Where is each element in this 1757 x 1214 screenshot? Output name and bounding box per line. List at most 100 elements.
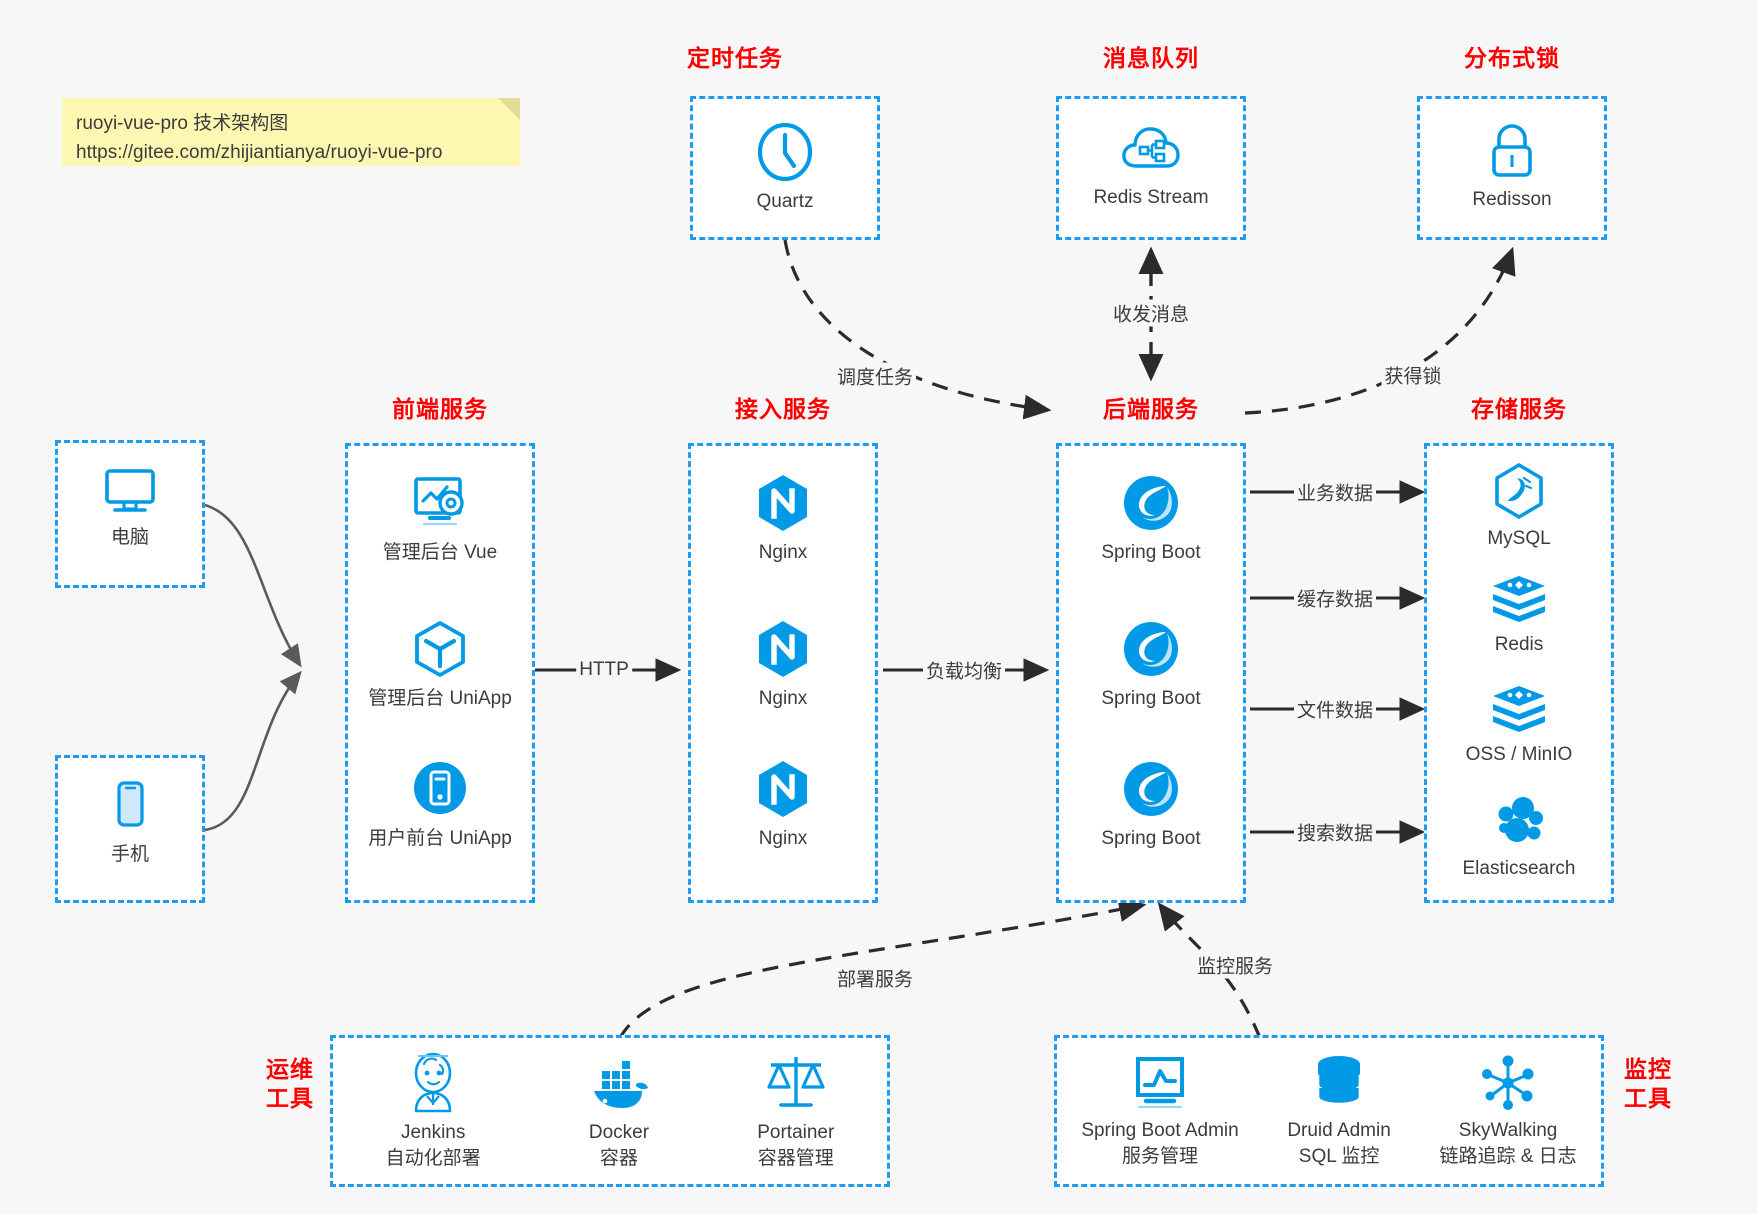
- group-box-backend: Spring Boot Spring Boot Spring Boot: [1056, 443, 1246, 903]
- group-box-mq: Redis Stream: [1056, 96, 1246, 240]
- node-redisson[interactable]: Redisson: [1420, 121, 1604, 213]
- lock-icon: [1492, 124, 1532, 177]
- group-box-storage: MySQL Redis OSS / MinIO: [1424, 443, 1614, 903]
- node-elasticsearch[interactable]: Elasticsearch: [1427, 794, 1611, 882]
- node-desktop[interactable]: 电脑: [58, 463, 202, 551]
- group-box-frontend: 管理后台 Vue 管理后台 UniApp 用户前台 UniApp: [345, 443, 535, 903]
- group-title-lock: 分布式锁: [1464, 45, 1560, 71]
- node-label: 手机: [110, 844, 149, 865]
- node-spring-boot-2[interactable]: Spring Boot: [1059, 618, 1243, 712]
- node-redis[interactable]: Redis: [1427, 572, 1611, 658]
- node-admin-uniapp[interactable]: 管理后台 UniApp: [348, 618, 532, 712]
- group-title-scheduler: 定时任务: [687, 45, 783, 71]
- node-label: 管理后台 UniApp: [368, 688, 512, 709]
- node-label: 用户前台 UniApp: [368, 828, 512, 849]
- cloud-node-icon: [1122, 127, 1180, 168]
- node-druid-admin[interactable]: Druid Admin SQL 监控: [1287, 1053, 1391, 1169]
- node-spring-boot-1[interactable]: Spring Boot: [1059, 472, 1243, 566]
- node-label: Portainer 容器管理: [757, 1121, 835, 1169]
- client-box-phone: 手机: [55, 755, 205, 903]
- group-title-frontend: 前端服务: [392, 396, 488, 422]
- phone-icon: [117, 781, 144, 827]
- nginx-icon: [759, 621, 807, 677]
- node-label: Jenkins 自动化部署: [385, 1121, 481, 1169]
- node-label: Spring Boot: [1101, 828, 1201, 849]
- node-label: Spring Boot: [1101, 688, 1201, 709]
- node-quartz[interactable]: Quartz: [693, 121, 877, 215]
- node-label: MySQL: [1487, 528, 1551, 549]
- node-label: Spring Boot: [1101, 542, 1201, 563]
- edge-label-cache-data: 缓存数据: [1293, 584, 1377, 612]
- node-docker[interactable]: Docker 容器: [586, 1051, 652, 1171]
- node-oss-minio[interactable]: OSS / MinIO: [1427, 682, 1611, 768]
- group-title-storage: 存储服务: [1471, 396, 1567, 422]
- node-label: Spring Boot Admin 服务管理: [1081, 1119, 1239, 1167]
- node-label: SkyWalking 链路追踪 & 日志: [1439, 1119, 1577, 1167]
- node-label: Nginx: [758, 542, 808, 563]
- group-title-mq: 消息队列: [1103, 45, 1199, 71]
- monitor-items: Spring Boot Admin 服务管理 Druid Admin SQL 监…: [1057, 1038, 1601, 1184]
- mysql-icon: [1495, 463, 1543, 519]
- cube-icon: [415, 621, 465, 677]
- node-label: Druid Admin SQL 监控: [1287, 1119, 1391, 1167]
- node-portainer[interactable]: Portainer 容器管理: [757, 1051, 834, 1171]
- node-phone[interactable]: 手机: [58, 778, 202, 868]
- edge-label-file-data: 文件数据: [1293, 695, 1377, 723]
- group-box-devops: Jenkins 自动化部署 Docker 容器: [330, 1035, 890, 1187]
- node-label: Nginx: [758, 828, 808, 849]
- node-nginx-1[interactable]: Nginx: [691, 472, 875, 566]
- mobile-round-icon: [414, 762, 466, 814]
- redis-icon: [1493, 686, 1545, 732]
- devops-items: Jenkins 自动化部署 Docker 容器: [333, 1038, 887, 1184]
- spring-icon: [1124, 762, 1178, 816]
- node-spring-boot-3[interactable]: Spring Boot: [1059, 758, 1243, 852]
- redis-icon: [1493, 576, 1545, 622]
- jenkins-icon: [414, 1052, 452, 1113]
- node-spring-boot-admin[interactable]: Spring Boot Admin 服务管理: [1081, 1053, 1239, 1169]
- clock-icon: [757, 122, 813, 182]
- node-admin-vue[interactable]: 管理后台 Vue: [348, 472, 532, 566]
- note-line-2: https://gitee.com/zhijiantianya/ruoyi-vu…: [76, 141, 443, 163]
- edge-label-acquire-lock: 获得锁: [1381, 361, 1445, 389]
- node-label: Quartz: [756, 191, 814, 212]
- node-label: Elasticsearch: [1462, 858, 1576, 879]
- desktop-icon: [105, 469, 155, 512]
- node-skywalking[interactable]: SkyWalking 链路追踪 & 日志: [1439, 1053, 1577, 1169]
- group-box-scheduler: Quartz: [690, 96, 880, 240]
- edge-label-message: 收发消息: [1109, 299, 1193, 327]
- node-label: 管理后台 Vue: [382, 542, 498, 563]
- group-box-gateway: Nginx Nginx Nginx: [688, 443, 878, 903]
- edge-label-deploy-service: 部署服务: [833, 964, 917, 992]
- node-mysql[interactable]: MySQL: [1427, 462, 1611, 552]
- node-label: Docker 容器: [588, 1121, 650, 1169]
- node-label: Nginx: [758, 688, 808, 709]
- node-label: OSS / MinIO: [1465, 744, 1573, 765]
- elasticsearch-icon: [1498, 797, 1543, 842]
- database-icon: [1316, 1055, 1362, 1106]
- node-redis-stream[interactable]: Redis Stream: [1059, 121, 1243, 211]
- edge-label-schedule-task: 调度任务: [833, 362, 917, 390]
- node-user-uniapp[interactable]: 用户前台 UniApp: [348, 758, 532, 852]
- node-nginx-3[interactable]: Nginx: [691, 758, 875, 852]
- edge-label-search-data: 搜索数据: [1293, 818, 1377, 846]
- nginx-icon: [759, 475, 807, 531]
- group-title-gateway: 接入服务: [735, 396, 831, 422]
- node-jenkins[interactable]: Jenkins 自动化部署: [386, 1051, 481, 1171]
- spring-icon: [1124, 476, 1178, 530]
- group-title-backend: 后端服务: [1103, 396, 1199, 422]
- client-box-desktop: 电脑: [55, 440, 205, 588]
- dashboard-gear-icon: [414, 477, 464, 526]
- spring-icon: [1124, 622, 1178, 676]
- group-title-devops: 运维 工具: [266, 1056, 314, 1111]
- node-label: Redis: [1494, 634, 1544, 655]
- group-box-monitor: Spring Boot Admin 服务管理 Druid Admin SQL 监…: [1054, 1035, 1604, 1187]
- nginx-icon: [759, 761, 807, 817]
- note-annotation: ruoyi-vue-pro 技术架构图 https://gitee.com/zh…: [62, 98, 520, 166]
- node-nginx-2[interactable]: Nginx: [691, 618, 875, 712]
- edge-label-load-balance: 负载均衡: [922, 656, 1006, 684]
- note-fold-corner: [498, 98, 520, 120]
- group-title-monitor: 监控 工具: [1624, 1056, 1672, 1111]
- group-box-lock: Redisson: [1417, 96, 1607, 240]
- scales-icon: [767, 1056, 825, 1107]
